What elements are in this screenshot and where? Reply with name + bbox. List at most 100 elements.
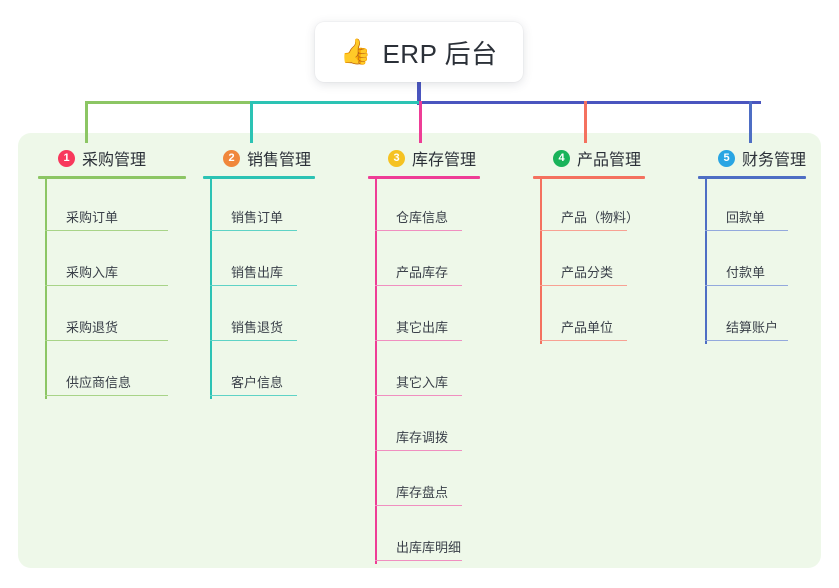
branch-spine-segment: [540, 289, 542, 344]
root-title: ERP 后台: [382, 38, 498, 69]
branch-item-label: 客户信息: [231, 375, 284, 390]
branch-item-underline: [45, 394, 168, 396]
branch-item-label: 采购退货: [66, 320, 119, 335]
branch-spine-segment: [210, 179, 212, 234]
branch-item[interactable]: 出库库明细: [368, 509, 480, 564]
branch-item-label: 销售退货: [231, 320, 284, 335]
branch-item-underline: [210, 284, 297, 286]
branch-spine-segment: [705, 289, 707, 344]
branch-item[interactable]: 客户信息: [203, 344, 315, 399]
branch-item[interactable]: 库存盘点: [368, 454, 480, 509]
branch-item[interactable]: 采购入库: [38, 234, 186, 289]
branch-item[interactable]: 产品分类: [533, 234, 645, 289]
branch-item[interactable]: 其它入库: [368, 344, 480, 399]
branch-item-list: 仓库信息产品库存其它出库其它入库库存调拨库存盘点出库库明细: [368, 179, 480, 564]
branch-item-underline: [45, 339, 168, 341]
branch-title: 库存管理: [412, 152, 477, 169]
branch-item-underline: [540, 284, 627, 286]
branch-item-label: 回款单: [726, 210, 766, 225]
branch-item-underline: [375, 394, 462, 396]
branch-spine-segment: [375, 234, 377, 289]
branch-spine-segment: [375, 509, 377, 564]
branches-panel: [18, 133, 821, 568]
branch-item-label: 销售出库: [231, 265, 284, 280]
branch-item-label: 供应商信息: [66, 375, 132, 390]
branch-item-label: 其它出库: [396, 320, 449, 335]
branch-item-underline: [45, 284, 168, 286]
branch-item-label: 其它入库: [396, 375, 449, 390]
branch-item[interactable]: 产品（物料）: [533, 179, 645, 234]
branch-item[interactable]: 采购订单: [38, 179, 186, 234]
branch-item-list: 产品（物料） 产品分类产品单位: [533, 179, 645, 344]
branch-spine-segment: [210, 344, 212, 399]
branch-spine-segment: [45, 344, 47, 399]
branch-item-underline: [540, 339, 627, 341]
branch-header-1[interactable]: 1 采购管理: [38, 146, 186, 170]
branch-item-label: 结算账户: [726, 320, 779, 335]
segment-purchase: [85, 101, 255, 104]
branch-column-1: 1 采购管理采购订单采购入库采购退货供应商信息: [38, 146, 186, 399]
branch-spine-segment: [705, 179, 707, 234]
branch-item[interactable]: 回款单: [698, 179, 806, 234]
branch-item[interactable]: 产品库存: [368, 234, 480, 289]
branch-item-underline: [540, 229, 627, 231]
branch-item-underline: [375, 284, 462, 286]
branch-spine-segment: [45, 234, 47, 289]
branch-item-list: 采购订单采购入库采购退货供应商信息: [38, 179, 186, 399]
branch-title: 采购管理: [82, 152, 147, 169]
branch-header-underline: [368, 176, 480, 179]
segment-sales: [250, 101, 425, 104]
branch-item[interactable]: 采购退货: [38, 289, 186, 344]
branch-item[interactable]: 付款单: [698, 234, 806, 289]
branch-item-label: 出库库明细: [396, 540, 462, 555]
branch-item[interactable]: 结算账户: [698, 289, 806, 344]
trunk-line: [417, 82, 421, 105]
branch-number-badge: 5: [718, 149, 735, 167]
branch-number-badge: 3: [388, 149, 405, 167]
branch-spine-segment: [375, 344, 377, 399]
branch-item-underline: [705, 229, 788, 231]
branch-item[interactable]: 库存调拨: [368, 399, 480, 454]
branch-item-underline: [210, 229, 297, 231]
branch-header-underline: [698, 176, 806, 179]
branch-spine-segment: [540, 179, 542, 234]
branch-item[interactable]: 销售订单: [203, 179, 315, 234]
branch-item[interactable]: 销售出库: [203, 234, 315, 289]
branch-column-3: 3 库存管理仓库信息产品库存其它出库其它入库库存调拨库存盘点出库库明细: [368, 146, 480, 564]
branch-item-underline: [705, 284, 788, 286]
branch-item-label: 销售订单: [231, 210, 284, 225]
branch-item-label: 产品单位: [561, 320, 614, 335]
branch-item-label: 库存调拨: [396, 430, 449, 445]
branch-item-label: 产品库存: [396, 265, 449, 280]
branch-item-list: 销售订单销售出库销售退货客户信息: [203, 179, 315, 399]
branch-spine-segment: [210, 289, 212, 344]
branch-number-badge: 2: [223, 149, 240, 167]
root-node-content: 👍 ERP 后台: [340, 34, 497, 71]
branch-title: 产品管理: [577, 152, 642, 169]
root-node[interactable]: 👍 ERP 后台: [315, 22, 523, 82]
branch-item-underline: [210, 339, 297, 341]
segment-inventory-root: [419, 101, 761, 104]
branch-item[interactable]: 其它出库: [368, 289, 480, 344]
branch-item[interactable]: 供应商信息: [38, 344, 186, 399]
branch-number-badge: 1: [58, 149, 75, 167]
branch-item[interactable]: 产品单位: [533, 289, 645, 344]
branch-item-label: 产品（物料）: [561, 210, 640, 225]
branch-item[interactable]: 销售退货: [203, 289, 315, 344]
branch-item-underline: [375, 559, 462, 561]
branch-item-underline: [375, 449, 462, 451]
branch-header-3[interactable]: 3 库存管理: [368, 146, 480, 170]
branch-item[interactable]: 仓库信息: [368, 179, 480, 234]
branch-item-label: 采购订单: [66, 210, 119, 225]
branch-item-label: 采购入库: [66, 265, 119, 280]
branch-header-underline: [38, 176, 186, 179]
branch-item-label: 库存盘点: [396, 485, 449, 500]
branch-spine-segment: [375, 289, 377, 344]
branch-spine-segment: [45, 179, 47, 234]
